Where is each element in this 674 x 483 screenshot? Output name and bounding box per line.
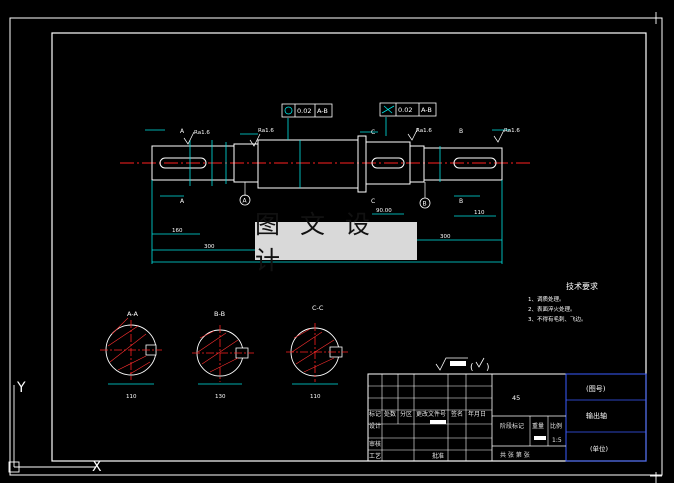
svg-text:A: A (243, 198, 248, 205)
svg-text:300: 300 (204, 244, 215, 250)
svg-text:批准: 批准 (432, 452, 444, 460)
roughness-icon (493, 129, 505, 143)
svg-text:C: C (371, 198, 375, 205)
gdt-frame-right: 0.02 A-B (379, 102, 437, 136)
svg-text:处数: 处数 (384, 410, 396, 418)
svg-text:B-B: B-B (214, 310, 225, 318)
svg-text:A: A (180, 198, 185, 205)
svg-text:B: B (423, 201, 427, 208)
svg-text:更改文件号: 更改文件号 (416, 410, 446, 418)
svg-text:130: 130 (215, 394, 226, 400)
section-view-a: A-A 110 (100, 310, 162, 400)
svg-text:160: 160 (172, 228, 183, 234)
dimension-lines (145, 129, 510, 264)
title-block: 标记 处数 分区 更改文件号 签名 年月日 设计 审核 工艺 批准 45 阶段标… (367, 373, 647, 462)
datum-tags: A B (239, 182, 431, 209)
gdt-left-value: 0.02 (297, 107, 311, 115)
roughness-icon (183, 131, 195, 145)
svg-text:年月日: 年月日 (468, 410, 486, 418)
svg-text:Ra1.6: Ra1.6 (504, 128, 520, 134)
svg-text:设计: 设计 (369, 422, 381, 430)
section-view-b: B-B 130 (192, 310, 254, 400)
svg-text:): ) (486, 363, 490, 373)
roughness-icon (249, 133, 261, 147)
tech-req-title: 技术要求 (566, 281, 598, 291)
roughness-symbols: Ra1.6 Ra1.6 Ra1.6 Ra1.6 (183, 127, 520, 147)
roughness-icon (407, 127, 419, 141)
svg-text:共 张 第 张: 共 张 第 张 (500, 451, 530, 459)
organization: (单位) (590, 444, 608, 453)
gdt-frame-left: 0.02 A-B (281, 103, 333, 140)
svg-text:C-C: C-C (312, 304, 324, 312)
svg-text:110: 110 (474, 210, 485, 216)
svg-text:分区: 分区 (400, 410, 412, 418)
svg-text:工艺: 工艺 (369, 452, 381, 460)
ucs-icon: Y X (8, 380, 102, 475)
tech-req-item: 2、表面淬火处理。 (528, 305, 576, 313)
svg-text:B: B (459, 198, 463, 205)
material: 45 (512, 394, 520, 402)
svg-text:Ra1.6: Ra1.6 (258, 128, 274, 134)
svg-text:重量: 重量 (532, 422, 544, 430)
svg-text:Ra1.6: Ra1.6 (416, 128, 432, 134)
svg-text:标记: 标记 (369, 410, 381, 418)
svg-text:B: B (459, 128, 463, 135)
svg-text:A-A: A-A (127, 310, 139, 318)
tech-req-item: 1、调质处理。 (528, 295, 565, 303)
ucs-y-label: Y (16, 380, 26, 396)
tech-req-item: 3、不得有毛刺、飞边。 (528, 315, 587, 323)
drawing-number: (图号) (586, 385, 606, 393)
circular-runout-icon (284, 106, 293, 115)
svg-text:审核: 审核 (369, 440, 381, 448)
svg-text:A: A (180, 128, 185, 135)
section-view-c: C-C 110 (286, 304, 348, 400)
gdt-right-value: 0.02 (398, 106, 412, 114)
drawing-frame (51, 32, 647, 462)
scale-value: 1:5 (552, 437, 562, 444)
viewport-border (9, 17, 663, 476)
svg-text:C: C (371, 129, 375, 136)
watermark-label: 图 文 设 计 (255, 210, 417, 275)
ucs-x-label: X (92, 459, 102, 475)
svg-text:比例: 比例 (550, 422, 562, 430)
cursor-crosshair[interactable] (650, 12, 662, 483)
overall-roughness: ( ) (435, 357, 490, 373)
gdt-left-datum: A-B (317, 107, 328, 115)
section-markers: A A B B C C (180, 128, 463, 205)
shaft-outline (151, 135, 503, 193)
svg-text:(: ( (470, 363, 474, 373)
part-name: 输出轴 (586, 411, 607, 420)
svg-text:90.00: 90.00 (376, 208, 392, 214)
svg-text:110: 110 (126, 394, 137, 400)
runout-arrow-icon (381, 105, 395, 114)
technical-requirements: 技术要求 1、调质处理。 2、表面淬火处理。 3、不得有毛刺、飞边。 (528, 281, 598, 323)
svg-text:110: 110 (310, 394, 321, 400)
svg-text:Ra1.6: Ra1.6 (194, 130, 210, 136)
gdt-right-datum: A-B (421, 106, 432, 114)
svg-text:300: 300 (440, 234, 451, 240)
svg-text:阶段标记: 阶段标记 (500, 422, 524, 430)
svg-text:签名: 签名 (451, 410, 463, 418)
